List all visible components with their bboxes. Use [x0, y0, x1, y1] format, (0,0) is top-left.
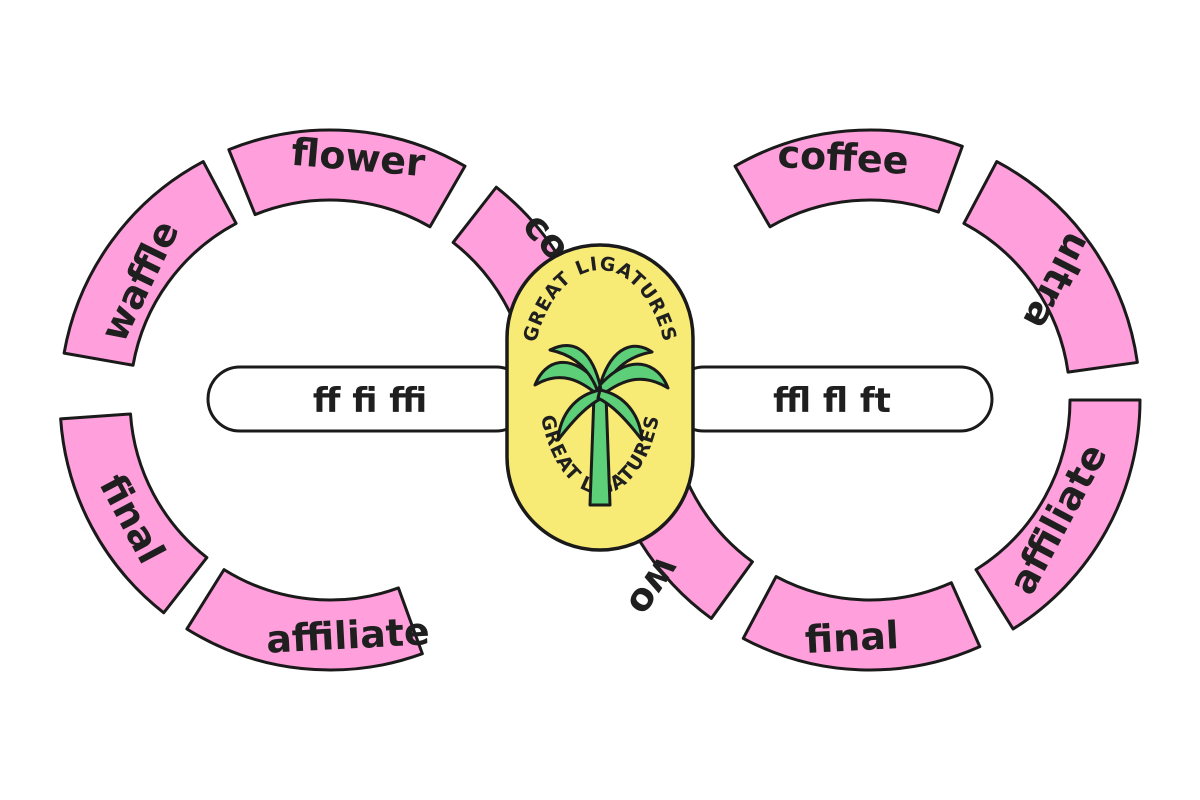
right-segment-ultra [962, 160, 1139, 374]
left-segment-final [59, 412, 209, 615]
left-ligature-bar: ff fi ffi [206, 365, 530, 433]
left-segment-affiliate [185, 568, 424, 672]
great-ligatures-badge: GREAT LIGATURES GREAT LIGATURES [505, 243, 695, 552]
right-segment-coffee [733, 128, 964, 229]
right-segment-affiliate [974, 398, 1142, 631]
right-ligature-bar: ffl fl ft [670, 365, 994, 433]
right-segment-final [741, 575, 982, 672]
left-segment-waffle [62, 160, 238, 367]
left-label-affiliate: affiliate [265, 609, 431, 662]
right-label-coffee: coffee [777, 132, 910, 183]
left-segment-flower [227, 128, 467, 229]
right-label-final: final [804, 613, 900, 662]
left-bar-text: ff fi ffi [313, 381, 427, 421]
right-bar-text: ffl fl ft [773, 381, 891, 421]
palm-tree-icon [533, 344, 670, 507]
